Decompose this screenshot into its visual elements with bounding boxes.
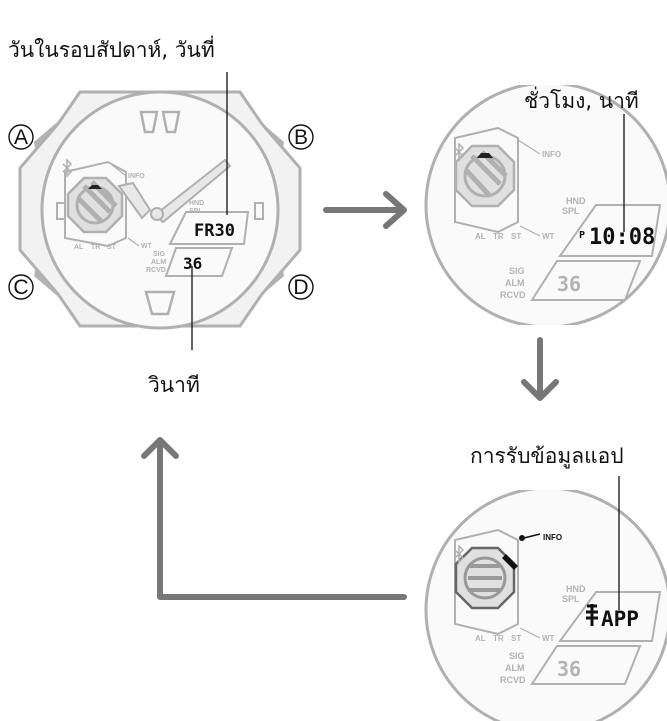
arrow-down [521, 337, 559, 401]
lcd-pm-indicator: P [579, 230, 585, 241]
label-spl: SPL [562, 594, 580, 604]
button-b-label: B [294, 126, 308, 149]
label-alm: ALM [505, 278, 525, 288]
label-sig: SIG [509, 651, 525, 661]
label-spl: SPL [189, 208, 203, 215]
sub-dial-frame [64, 160, 127, 248]
lcd-day-date: FR30 [194, 221, 235, 241]
lcd-window-lower [530, 645, 642, 685]
label-wt: WT [542, 634, 555, 643]
label-rcvd: RCVD [146, 267, 166, 274]
caption-hour-minute: ชั่วโมง, นาที [524, 89, 639, 113]
caption-app-info: การรับข้อมูลแอป [470, 444, 624, 468]
label-info-active: INFO [543, 533, 562, 542]
label-st: ST [107, 244, 117, 251]
label-alm: ALM [505, 663, 525, 673]
button-a-label: A [14, 126, 28, 149]
lcd-window-lower [164, 247, 234, 277]
marker-12 [139, 110, 181, 134]
lcd-window-upper [558, 204, 662, 257]
label-info: INFO [128, 173, 145, 180]
caption-day-date: วันในรอบสัปดาห์, วันที่ [8, 38, 215, 62]
label-rcvd: RCVD [500, 675, 526, 685]
app-phone-icon [586, 604, 598, 626]
button-c-label: C [13, 276, 28, 299]
label-al: AL [475, 634, 486, 643]
caption-seconds: วินาที [148, 373, 200, 397]
sub-dial-indicator [88, 185, 102, 189]
label-al: AL [74, 244, 84, 251]
label-hnd: HND [566, 196, 586, 206]
arrow-return [141, 437, 407, 600]
lcd-app: APP [601, 607, 639, 631]
watch-face-full: INFO AL TR ST WT HND SPL SIG ALM RCVD FR… [8, 90, 314, 330]
label-hnd: HND [566, 584, 586, 594]
button-d-label: D [293, 276, 308, 299]
lcd-seconds-dim: 36 [557, 657, 581, 681]
label-tr: TR [91, 244, 100, 251]
watch-face-app-info: INFO AL TR ST WT HND SPL SIG ALM RCVD AP… [424, 490, 667, 721]
label-info: INFO [542, 150, 561, 159]
label-al: AL [475, 232, 486, 241]
bluetooth-icon [62, 158, 73, 178]
label-tr: TR [493, 634, 504, 643]
label-sig: SIG [509, 266, 525, 276]
hand-pivot [150, 207, 164, 221]
label-sig: SIG [153, 251, 166, 258]
label-hnd: HND [189, 200, 204, 207]
watch-face-time: INFO AL TR ST WT HND SPL SIG ALM RCVD P … [424, 85, 667, 325]
label-st: ST [511, 232, 521, 241]
lcd-window-lower [530, 260, 642, 301]
lcd-seconds-dim: 36 [557, 272, 581, 296]
lcd-seconds: 36 [183, 254, 202, 273]
marker-6 [144, 290, 176, 316]
hour-hand [117, 181, 152, 220]
label-rcvd: RCVD [500, 290, 526, 300]
label-st: ST [511, 634, 521, 643]
flow-arrows [141, 191, 559, 600]
label-wt: WT [141, 243, 153, 250]
label-alm: ALM [151, 259, 166, 266]
label-tr: TR [493, 232, 504, 241]
label-spl: SPL [562, 206, 580, 216]
label-wt: WT [542, 232, 555, 241]
marker-3 [254, 202, 264, 220]
lcd-hour-minute: 10:08 [589, 225, 655, 250]
arrow-right [323, 191, 407, 229]
lcd-window-upper [558, 591, 662, 642]
app-indicator [502, 554, 518, 570]
